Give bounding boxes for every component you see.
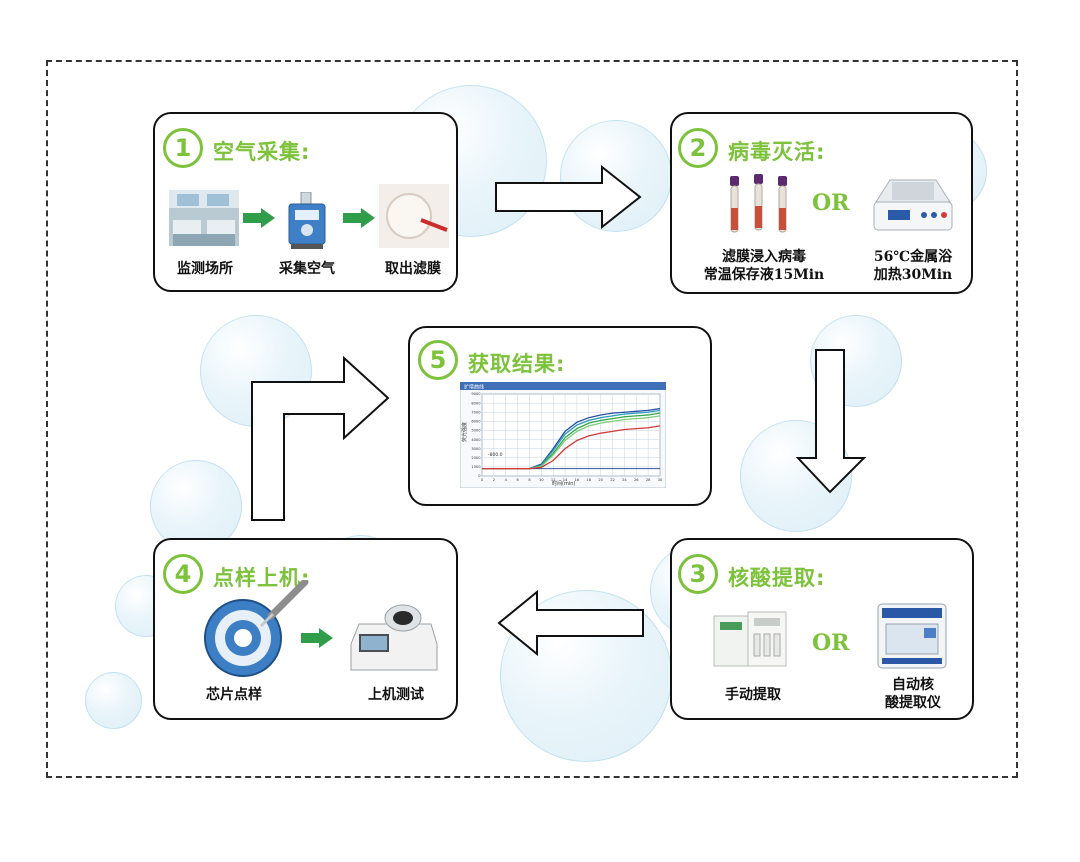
step-5-number: 5 <box>418 340 458 380</box>
nucleic-acid-extractor-image <box>877 603 947 669</box>
step-3-caption-2: 自动核 酸提取仪 <box>868 676 958 712</box>
chart-threshold-label: -800.0 <box>488 452 503 458</box>
chart-x-tick-label: 14 <box>563 478 568 482</box>
chart-x-tick-label: 10 <box>539 478 544 482</box>
step-1-title: 空气采集: <box>213 140 311 164</box>
arrow-left-step3-to-step4 <box>497 590 644 656</box>
filter-membrane-image <box>379 184 449 248</box>
chart-x-tick-label: 24 <box>622 478 627 482</box>
step-3-panel: 3 核酸提取: OR 手动提取 自动核 酸提取仪 <box>670 538 974 720</box>
chart-x-tick-label: 30 <box>658 478 663 482</box>
metal-bath-device-image <box>873 179 953 231</box>
chart-y-tick-label: 3000 <box>471 447 481 451</box>
step-4-caption-2: 上机测试 <box>368 687 424 703</box>
arrow-right-step1-to-step2 <box>495 165 642 229</box>
step-2-caption-1: 滤膜浸入病毒 常温保存液15Min <box>694 248 834 284</box>
chart-x-tick-label: 18 <box>587 478 592 482</box>
chart-y-tick-label: 6000 <box>471 420 481 424</box>
chart-x-tick-label: 2 <box>493 478 495 482</box>
step-2-number: 2 <box>678 128 718 168</box>
step-1-panel: 1 空气采集: 监测场所 采集空气 取出滤膜 <box>153 112 458 292</box>
chart-x-tick-label: 6 <box>516 478 519 482</box>
green-arrow-icon <box>301 628 333 648</box>
step-1-caption-1: 监测场所 <box>177 261 233 277</box>
chart-title: 扩增曲线 <box>464 384 484 391</box>
step-3-number: 3 <box>678 554 718 594</box>
step-2-or-label: OR <box>812 190 850 216</box>
chip-disc-image <box>204 580 309 677</box>
step-1-caption-3: 取出滤膜 <box>385 261 441 277</box>
chart-y-tick-label: 7000 <box>471 410 481 414</box>
chart-y-tick-label: 5000 <box>471 429 481 433</box>
chart-y-axis-label: 荧光强度 <box>461 422 468 442</box>
chart-y-tick-label: 4000 <box>471 438 481 442</box>
chart-x-tick-label: 20 <box>598 478 603 482</box>
chart-x-tick-label: 8 <box>528 478 531 482</box>
step-4-caption-1: 芯片点样 <box>206 687 262 703</box>
chart-x-tick-label: 12 <box>551 478 556 482</box>
background-bubble <box>85 672 142 729</box>
dashed-frame <box>46 60 1018 778</box>
chart-x-tick-label: 28 <box>646 478 651 482</box>
background-bubble <box>150 460 242 552</box>
extraction-kit-image <box>713 611 787 667</box>
chart-plot-area <box>481 393 661 477</box>
step-2-caption-2-text: 56℃金属浴 加热30Min <box>873 249 953 283</box>
test-instrument-image <box>350 604 438 671</box>
chart-x-tick-label: 22 <box>610 478 615 482</box>
chart-y-tick-label: 0 <box>478 474 481 478</box>
air-sampler-image <box>288 192 326 249</box>
chart-y-tick-label: 1000 <box>471 465 481 469</box>
chart-x-tick-label: 0 <box>481 478 484 482</box>
step-3-title: 核酸提取: <box>728 566 826 590</box>
arrow-down-step2-to-step3 <box>796 349 866 494</box>
chart-series-line <box>482 425 661 470</box>
arrow-up-right-step4-to-step5 <box>251 355 390 521</box>
chart-y-tick-label: 8000 <box>471 401 481 405</box>
step-2-caption-1-text: 滤膜浸入病毒 常温保存液15Min <box>703 249 825 283</box>
step-3-caption-2-text: 自动核 酸提取仪 <box>885 677 941 711</box>
step-1-number: 1 <box>163 128 203 168</box>
step-3-caption-1: 手动提取 <box>725 687 781 703</box>
chart-x-axis-label: 时间(min) <box>552 480 575 487</box>
chart-x-tick-label: 4 <box>505 478 508 482</box>
step-5-title: 获取结果: <box>468 352 566 376</box>
step-2-caption-2: 56℃金属浴 加热30Min <box>866 248 960 284</box>
chart-x-tick-label: 16 <box>575 478 580 482</box>
monitoring-room-image <box>169 190 239 246</box>
step-2-title: 病毒灭活: <box>728 140 826 164</box>
step-2-panel: 2 病毒灭活: OR 滤膜浸入病毒 常温保存液15Min 56℃金属浴 加 <box>670 112 973 294</box>
green-arrow-icon <box>243 208 275 228</box>
chart-y-tick-label: 2000 <box>471 456 481 460</box>
step-4-title: 点样上机: <box>213 566 311 590</box>
step-4-panel: 4 点样上机: 芯片点样 上机测试 <box>153 538 458 720</box>
chart-x-tick-label: 26 <box>634 478 639 482</box>
green-arrow-icon <box>343 208 375 228</box>
step-4-number: 4 <box>163 554 203 594</box>
step-3-or-label: OR <box>812 630 850 656</box>
sample-tubes-image <box>730 174 787 233</box>
chart-y-tick-label: 9000 <box>471 392 481 396</box>
step-1-caption-2: 采集空气 <box>279 261 335 277</box>
